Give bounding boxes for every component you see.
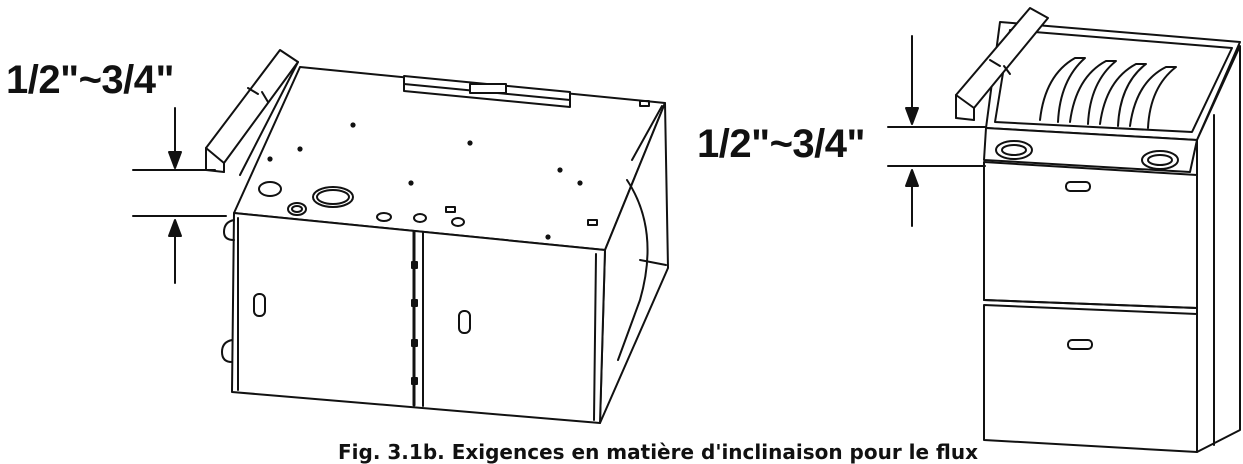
right-top-plate (984, 128, 1197, 172)
left-side-opening (618, 180, 648, 360)
dimension-label-left: 1/2"~3/4" (6, 58, 175, 102)
dimension-label-right: 1/2"~3/4" (697, 122, 866, 166)
figure-caption: Fig. 3.1b. Exigences en matière d'inclin… (338, 440, 978, 464)
right-level-block (956, 8, 1048, 108)
left-front-face (232, 213, 605, 423)
right-lower-door (984, 305, 1197, 452)
upright-furnace (888, 8, 1240, 452)
left-door-slot-2 (459, 311, 470, 333)
right-dimension (888, 36, 985, 226)
left-flue-opening-large (313, 187, 353, 207)
horizontal-furnace (133, 50, 668, 423)
left-dimension (133, 108, 226, 283)
left-door-slot-1 (254, 294, 265, 316)
